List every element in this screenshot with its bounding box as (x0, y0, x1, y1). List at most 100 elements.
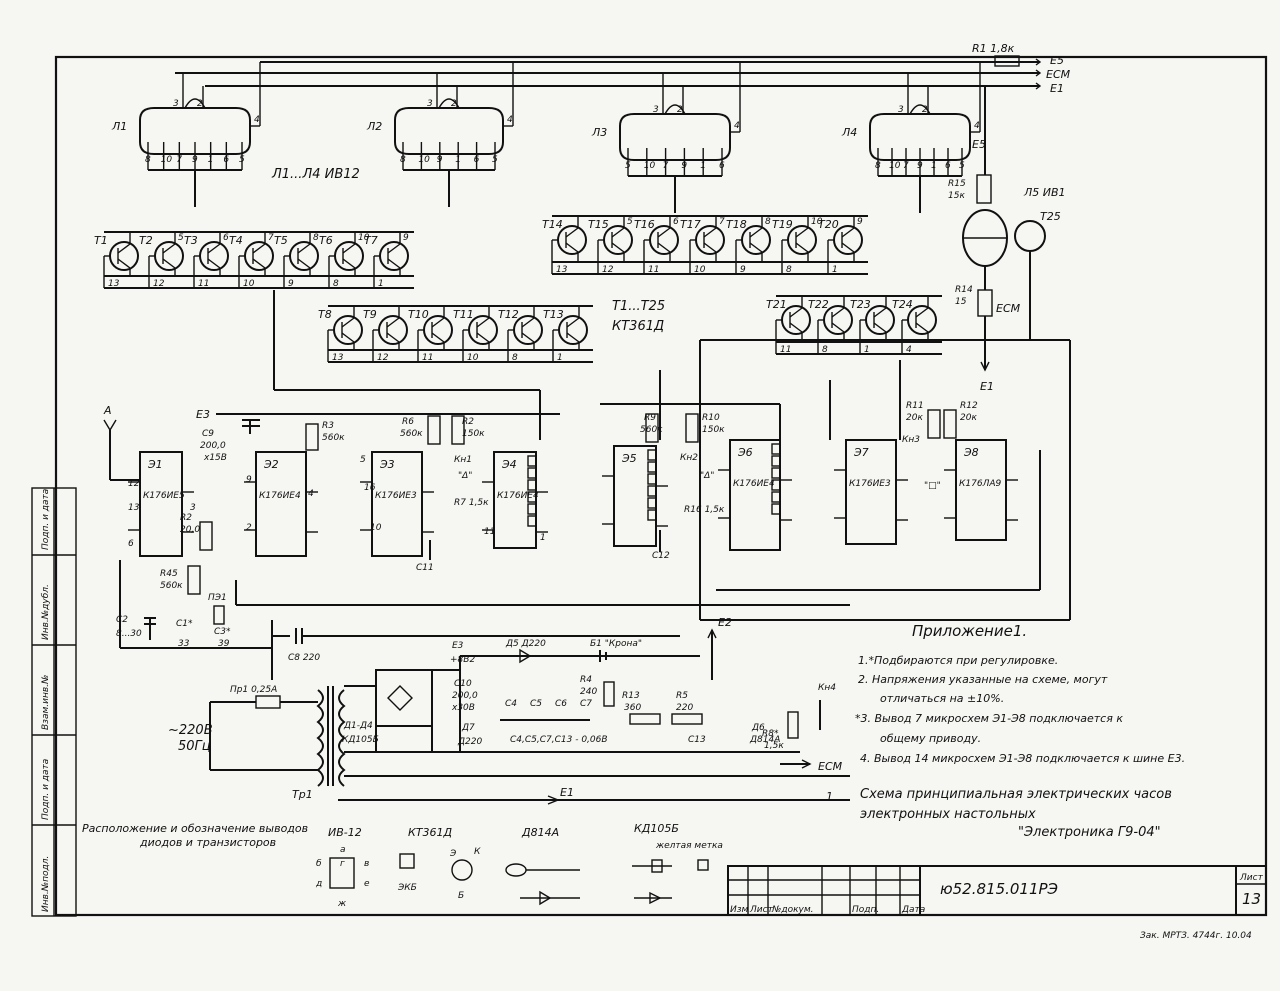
c11-label: С11 (416, 563, 434, 573)
r7-label: R7 1,5к (454, 498, 489, 508)
transistor-label: T11 (453, 308, 474, 321)
a-label: А (103, 404, 112, 417)
legend-d814: Д814А (521, 826, 559, 839)
l5-block: Е5 R15 15к Л5 ИВ1 T25 R14 15 ЕСМ Е1 (700, 86, 1071, 620)
chip-pin-label: 12 (128, 479, 140, 489)
chip-pin-label: 16 (364, 483, 376, 493)
legend-k: К (474, 847, 481, 857)
chip-pin-label: 5 (360, 455, 366, 465)
r5-val: 220 (676, 703, 693, 713)
transistor-bottom-pin: 12 (153, 279, 165, 289)
transistor-label: T12 (498, 308, 519, 321)
c9-val: 200,0 (200, 441, 226, 451)
transistor-label: T15 (588, 218, 609, 231)
r15-value: 15к (948, 191, 965, 201)
chip-pin-label: 3 (190, 503, 196, 513)
title-stamp: Изм Лист №докум. Подп. Дата ю52.815.011Р… (727, 865, 1267, 916)
tube-2-top-pin: 2 (451, 99, 457, 109)
transistor-bottom-pin: 1 (832, 265, 838, 275)
chip-pin-label: 2 (246, 523, 252, 533)
tube-4-bottom-pin: 8 (875, 161, 881, 171)
chip-pin-label: 4 (308, 489, 314, 499)
cap-c4: С4 (505, 699, 517, 709)
r3-val: 560к (322, 433, 345, 443)
kn4-label: Кн4 (818, 683, 836, 693)
rail-ecm: ЕСМ (1046, 68, 1071, 81)
transistor-bottom-pin: 8 (786, 265, 792, 275)
tube-4-bottom-pin: 10 (889, 161, 901, 171)
footnote: Зак. МРТЗ. 4744г. 10.04 (1140, 931, 1252, 941)
kn3-label: Кн3 (902, 435, 920, 445)
chip-5: Э5 (602, 445, 668, 547)
tube-1-top-pin: 2 (197, 99, 203, 109)
power-supply: Пр1 0,25А ~220В 50Гц Тр1 Д1-Д4 КД105Б Е3… (168, 616, 850, 805)
transistor-top-pin: 6 (223, 233, 229, 243)
kn2-label: Кн2 (680, 453, 698, 463)
c9-label: С9 (202, 429, 214, 439)
cap-c7: С7 (580, 699, 592, 709)
c10-label: С10 (454, 679, 472, 689)
transistor-label: T4 (229, 234, 243, 247)
chip-pin-label: 11 (484, 527, 495, 537)
stamp-sheet-label: Лист (1239, 873, 1264, 883)
r45-val: 560к (160, 581, 183, 591)
legend-iv12-zh: ж (337, 899, 347, 909)
notes-title: Приложение1. (912, 622, 1027, 640)
legend-kd105: КД105Б (634, 822, 679, 835)
tube-4-bottom-pin: 6 (945, 161, 951, 171)
transistor-bottom-pin: 9 (740, 265, 746, 275)
side-stamp-0: Инв.№подл. (41, 856, 51, 912)
tube-1-bottom-pin: 6 (223, 155, 229, 165)
title-line-3: "Электроника Г9-04" (1018, 825, 1161, 840)
d6-type: Д814А (749, 735, 780, 745)
chip-name: Э1 (147, 458, 163, 471)
tube-3-bottom-pin: 1 (700, 161, 706, 171)
chip-type: К176ИЕ4 (497, 491, 539, 501)
transistor-bottom-pin: 12 (377, 353, 389, 363)
tube-2-top-pin: 3 (427, 99, 433, 109)
tube-label-1: Л1 (111, 120, 127, 133)
tube-2-bottom-pin: 6 (474, 155, 480, 165)
r15-label: R15 (948, 179, 966, 189)
transistor-bottom-pin: 4 (906, 345, 912, 355)
tube-3-top-pin: 2 (677, 105, 683, 115)
legend-iv12: ИВ-12 (328, 826, 362, 839)
transistor-bottom-pin: 1 (864, 345, 870, 355)
drawing-title: Схема принципиальная электрических часов… (860, 787, 1172, 840)
e5-label: Е5 (972, 138, 986, 151)
tube-3-top-pin: 4 (734, 121, 740, 131)
tube-2-top-pin: 4 (507, 115, 513, 125)
d5-label: Д5 Д220 (505, 639, 546, 649)
tube-1-bottom-pin: 9 (192, 155, 198, 165)
tube-2-bottom-pin: 1 (455, 155, 461, 165)
tube-2-bottom-pin: 5 (492, 155, 498, 165)
legend-b: Б (458, 891, 464, 901)
c1-label: С1* (176, 619, 193, 629)
r13-val: 360 (624, 703, 641, 713)
pwr-e3: Е3 (452, 641, 464, 651)
transistor-bottom-pin: 11 (648, 265, 659, 275)
tube-1-bottom-pin: 7 (176, 155, 182, 165)
legend-yellow: желтая метка (655, 841, 723, 851)
c9-volt: х15В (203, 453, 227, 463)
c2-val: 8...30 (116, 629, 142, 639)
note-4: *3. Вывод 7 микросхем Э1-Э8 подключается… (855, 712, 1123, 725)
r16-label: R16 1,5к (684, 505, 725, 515)
